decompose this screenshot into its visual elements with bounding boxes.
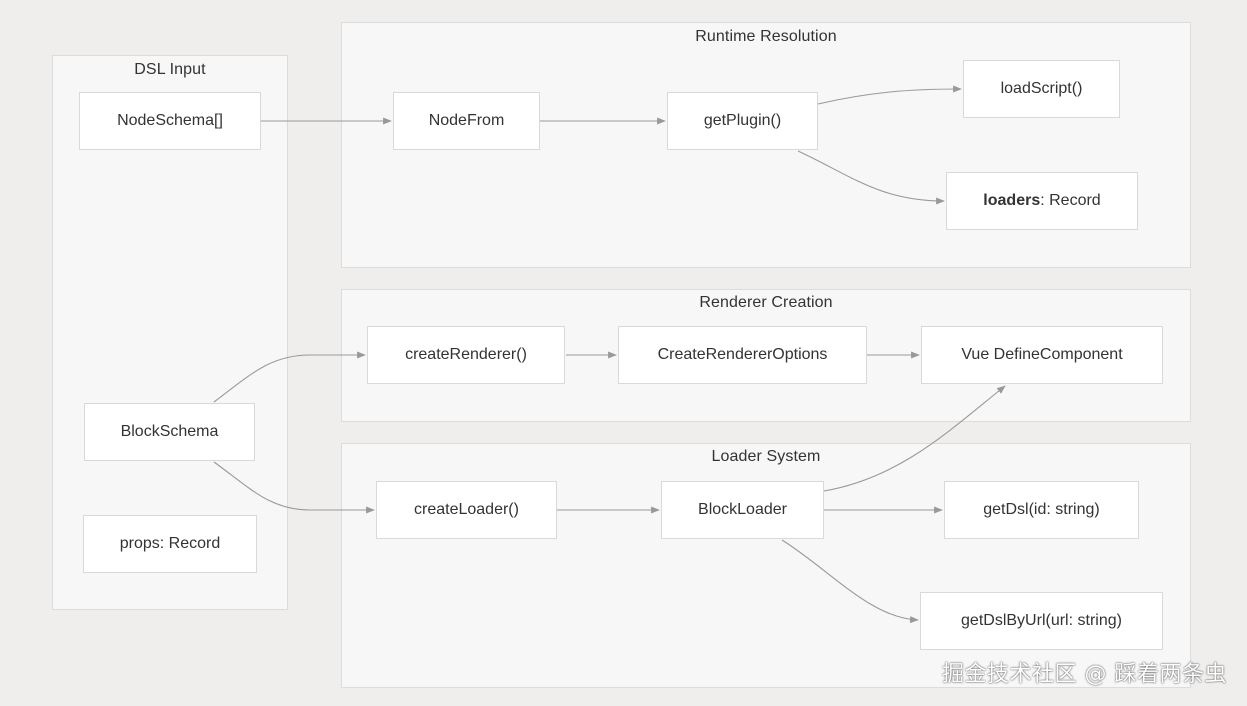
node-loaders-label-bold: loaders — [983, 192, 1041, 209]
node-loaders-label-rest: : Record — [1040, 192, 1101, 209]
node-loaders-record: loaders: Record — [946, 172, 1138, 230]
node-loadscript: loadScript() — [963, 60, 1120, 118]
node-createloader: createLoader() — [376, 481, 557, 539]
cluster-title-dsl-input: DSL Input — [134, 61, 206, 78]
node-vue-definecomponent: Vue DefineComponent — [921, 326, 1163, 384]
cluster-loader-system: Loader System — [341, 443, 1191, 688]
watermark-text: 掘金技术社区 @ 踩着两条虫 — [942, 662, 1227, 687]
cluster-title-loader-system: Loader System — [711, 448, 821, 465]
node-nodefrom: NodeFrom — [393, 92, 540, 150]
node-getdslbyurl: getDslByUrl(url: string) — [920, 592, 1163, 650]
node-props-record: props: Record — [83, 515, 257, 573]
node-blockschema: BlockSchema — [84, 403, 255, 461]
node-getplugin: getPlugin() — [667, 92, 818, 150]
node-getdsl: getDsl(id: string) — [944, 481, 1139, 539]
node-createrendereroptions: CreateRendererOptions — [618, 326, 867, 384]
node-nodeschema: NodeSchema[] — [79, 92, 261, 150]
node-blockloader: BlockLoader — [661, 481, 824, 539]
node-createrenderer: createRenderer() — [367, 326, 565, 384]
cluster-title-runtime-resolution: Runtime Resolution — [695, 28, 837, 45]
cluster-title-renderer-creation: Renderer Creation — [699, 294, 833, 311]
